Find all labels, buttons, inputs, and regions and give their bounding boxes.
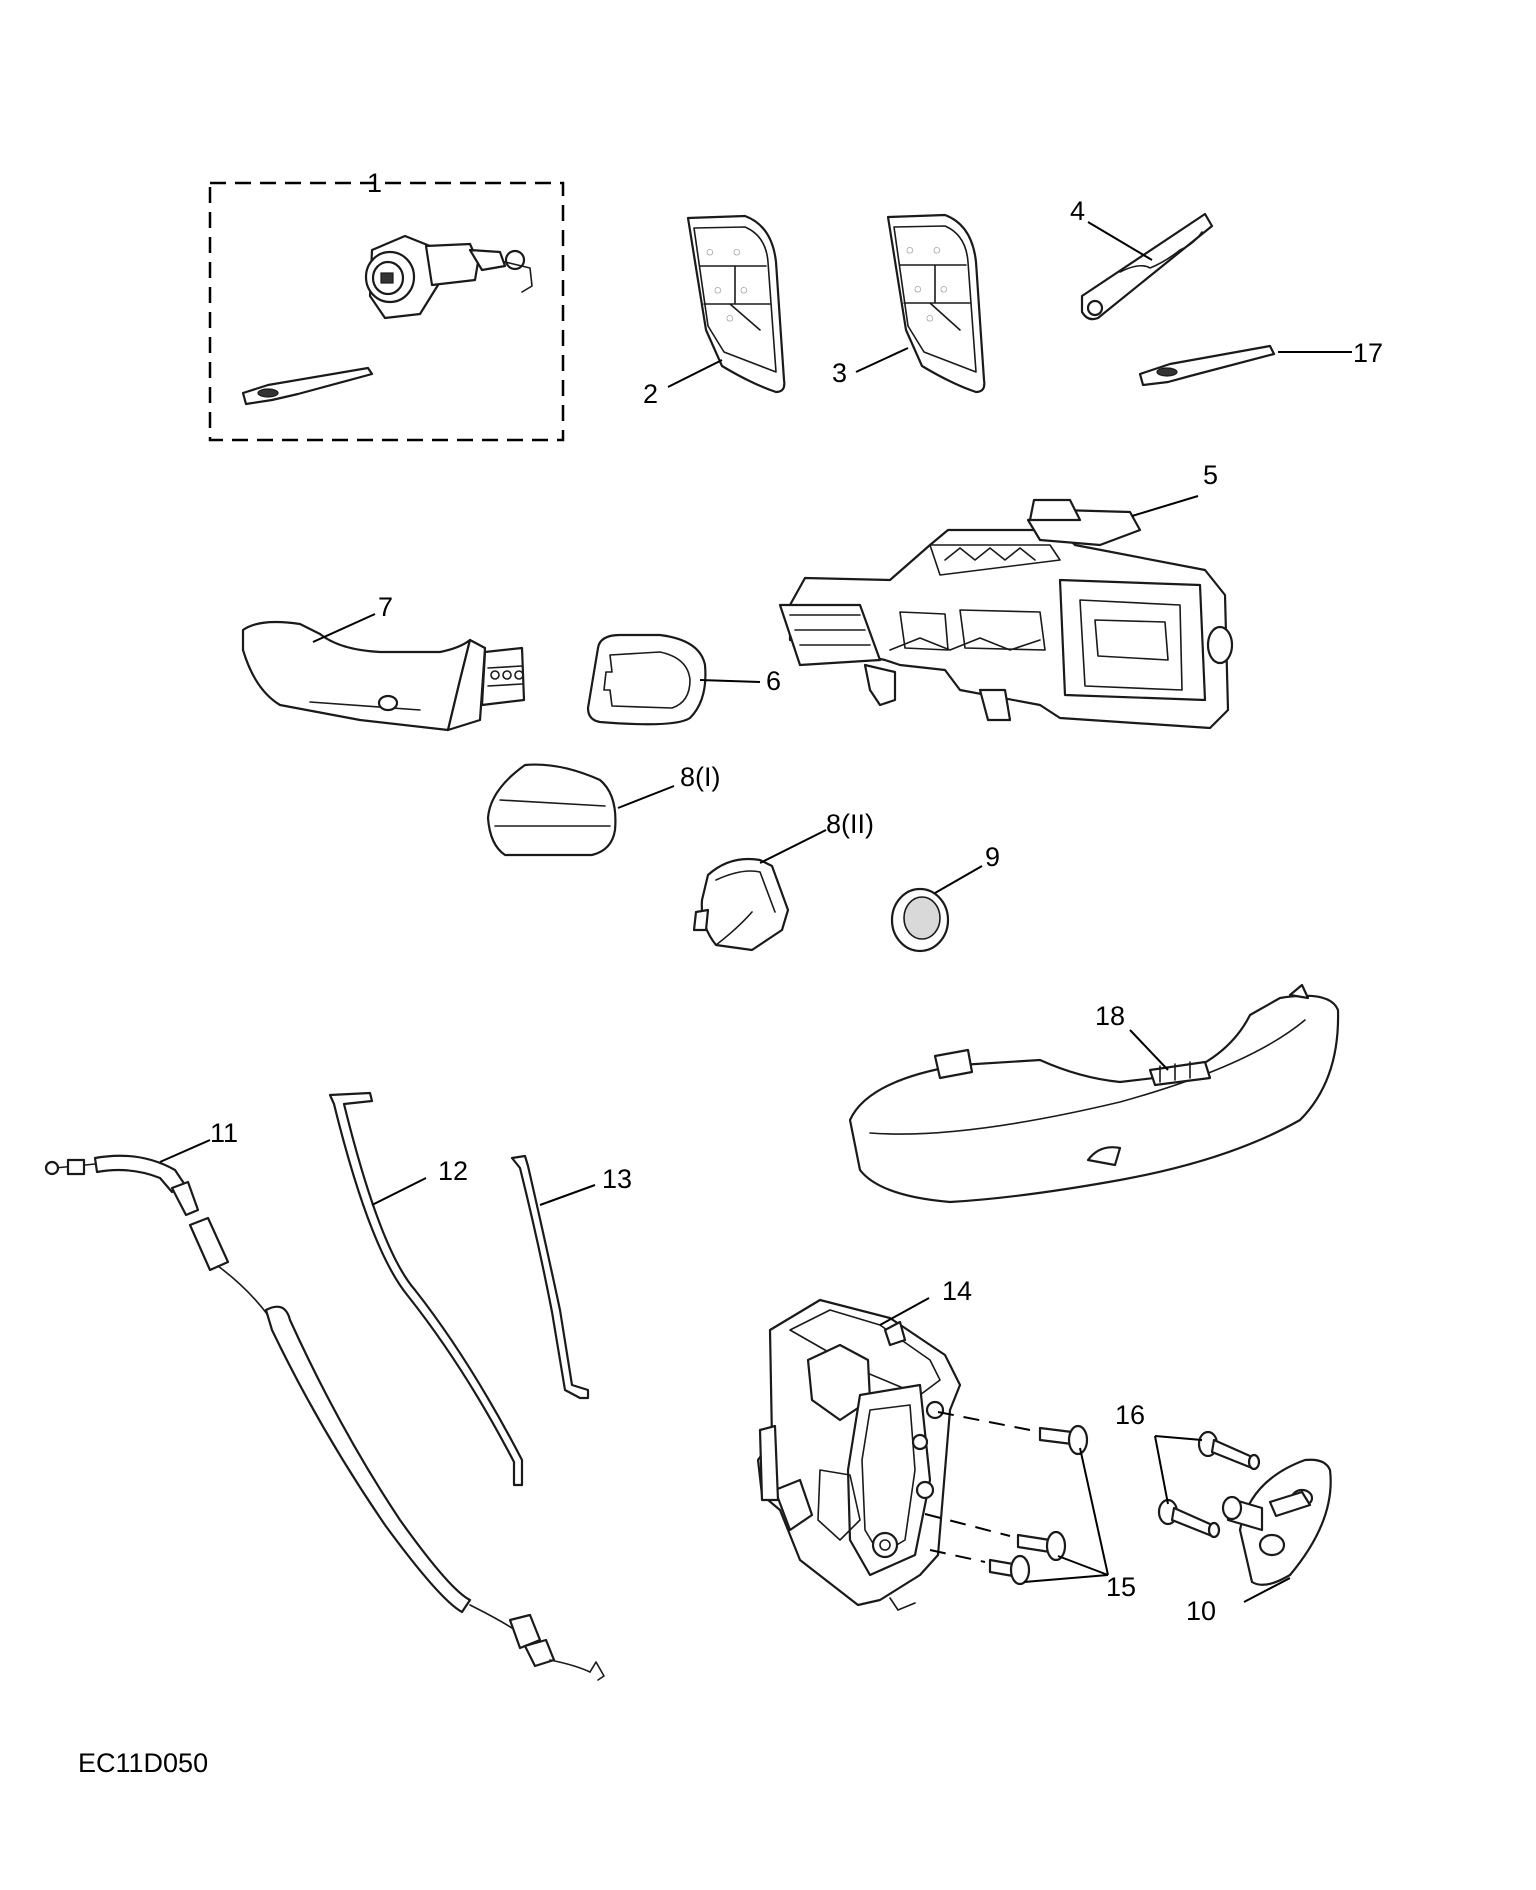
handle-carrier-5: [778, 498, 1234, 730]
key-fob-3: ◌ ◌ ◌ ◌ ◌: [886, 213, 986, 394]
callout-18: 18: [1095, 1001, 1125, 1031]
gasket-6: [586, 633, 707, 726]
leader-9: [934, 865, 983, 894]
callout-8-ii: 8(II): [826, 809, 874, 839]
bolt-lower: [1157, 1498, 1221, 1539]
key-blade-17: [1138, 344, 1276, 387]
callout-3: 3: [832, 358, 847, 388]
leader-4: [1087, 221, 1153, 261]
leader-15: [1023, 1447, 1109, 1583]
leader-13: [539, 1184, 596, 1206]
key-blade-kit: [241, 366, 374, 406]
leader-6: [699, 679, 761, 683]
bolt-upper: [1197, 1430, 1261, 1471]
handle-cap-8-i: [486, 763, 617, 857]
callout-9: 9: [985, 842, 1000, 872]
leader-8-ii: [759, 829, 827, 864]
leader-8-i: [617, 785, 675, 809]
leader-18: [1129, 1029, 1169, 1071]
kit-dashed-box: [208, 181, 565, 442]
callout-14: 14: [942, 1276, 972, 1306]
callout-12: 12: [438, 1156, 468, 1186]
release-cable-11: [44, 1154, 605, 1681]
leader-10: [1243, 1577, 1291, 1603]
leader-7: [312, 613, 376, 643]
grommet-9: [890, 887, 950, 953]
svg-text:◌: ◌: [740, 282, 748, 297]
handle-cap-8-ii: [692, 857, 790, 952]
callout-2: 2: [643, 379, 658, 409]
leader-2: [667, 359, 723, 388]
svg-text:◌: ◌: [706, 244, 714, 259]
callout-7: 7: [378, 592, 393, 622]
leader-11: [159, 1139, 211, 1163]
callout-8-i: 8(I): [680, 762, 721, 792]
screw-lower: [988, 1554, 1031, 1586]
svg-text:◌: ◌: [940, 281, 948, 296]
callout-4: 4: [1070, 196, 1085, 226]
svg-text:◌: ◌: [726, 310, 734, 325]
svg-text:◌: ◌: [933, 242, 941, 257]
leader-12: [371, 1177, 427, 1206]
screw-middle: [1016, 1530, 1067, 1562]
callout-11: 11: [210, 1118, 238, 1148]
callout-5: 5: [1203, 460, 1218, 490]
emergency-key-4: [1080, 212, 1214, 321]
callout-10: 10: [1186, 1596, 1216, 1626]
callout-1: 1: [367, 168, 382, 198]
lock-cylinder: [364, 234, 533, 320]
drawing-reference: EC11D050: [78, 1748, 208, 1778]
striker-bolts-16: [1157, 1430, 1261, 1539]
svg-text:◌: ◌: [733, 244, 741, 259]
svg-text:◌: ◌: [714, 282, 722, 297]
interior-handle-18: [848, 983, 1340, 1204]
svg-text:◌: ◌: [914, 281, 922, 296]
callout-labels: 1 2 3 4 5 6 7 8(I) 8(II) 9 10 11 12 13 1…: [210, 168, 1383, 1626]
screw-upper: [1038, 1424, 1089, 1456]
callout-16: 16: [1115, 1400, 1145, 1430]
lock-cylinder-kit: [208, 181, 565, 442]
leader-5: [1131, 495, 1199, 517]
callout-13: 13: [602, 1164, 632, 1194]
leader-lines: [159, 221, 1352, 1603]
leader-3: [855, 347, 909, 373]
callout-17: 17: [1353, 338, 1383, 368]
leader-16: [1154, 1435, 1203, 1505]
callout-6: 6: [766, 666, 781, 696]
key-fob-2: ◌ ◌ ◌ ◌ ◌: [686, 214, 786, 394]
latch-screws-15: [924, 1411, 1089, 1586]
svg-text:◌: ◌: [926, 310, 934, 325]
door-latch-14: [756, 1298, 962, 1611]
rod-13: [510, 1154, 590, 1400]
leader-14: [879, 1297, 930, 1326]
svg-text:◌: ◌: [906, 242, 914, 257]
striker-10: [1221, 1458, 1332, 1586]
callout-15: 15: [1106, 1572, 1136, 1602]
exterior-handle-7: [241, 620, 526, 732]
rod-12: [328, 1091, 524, 1487]
